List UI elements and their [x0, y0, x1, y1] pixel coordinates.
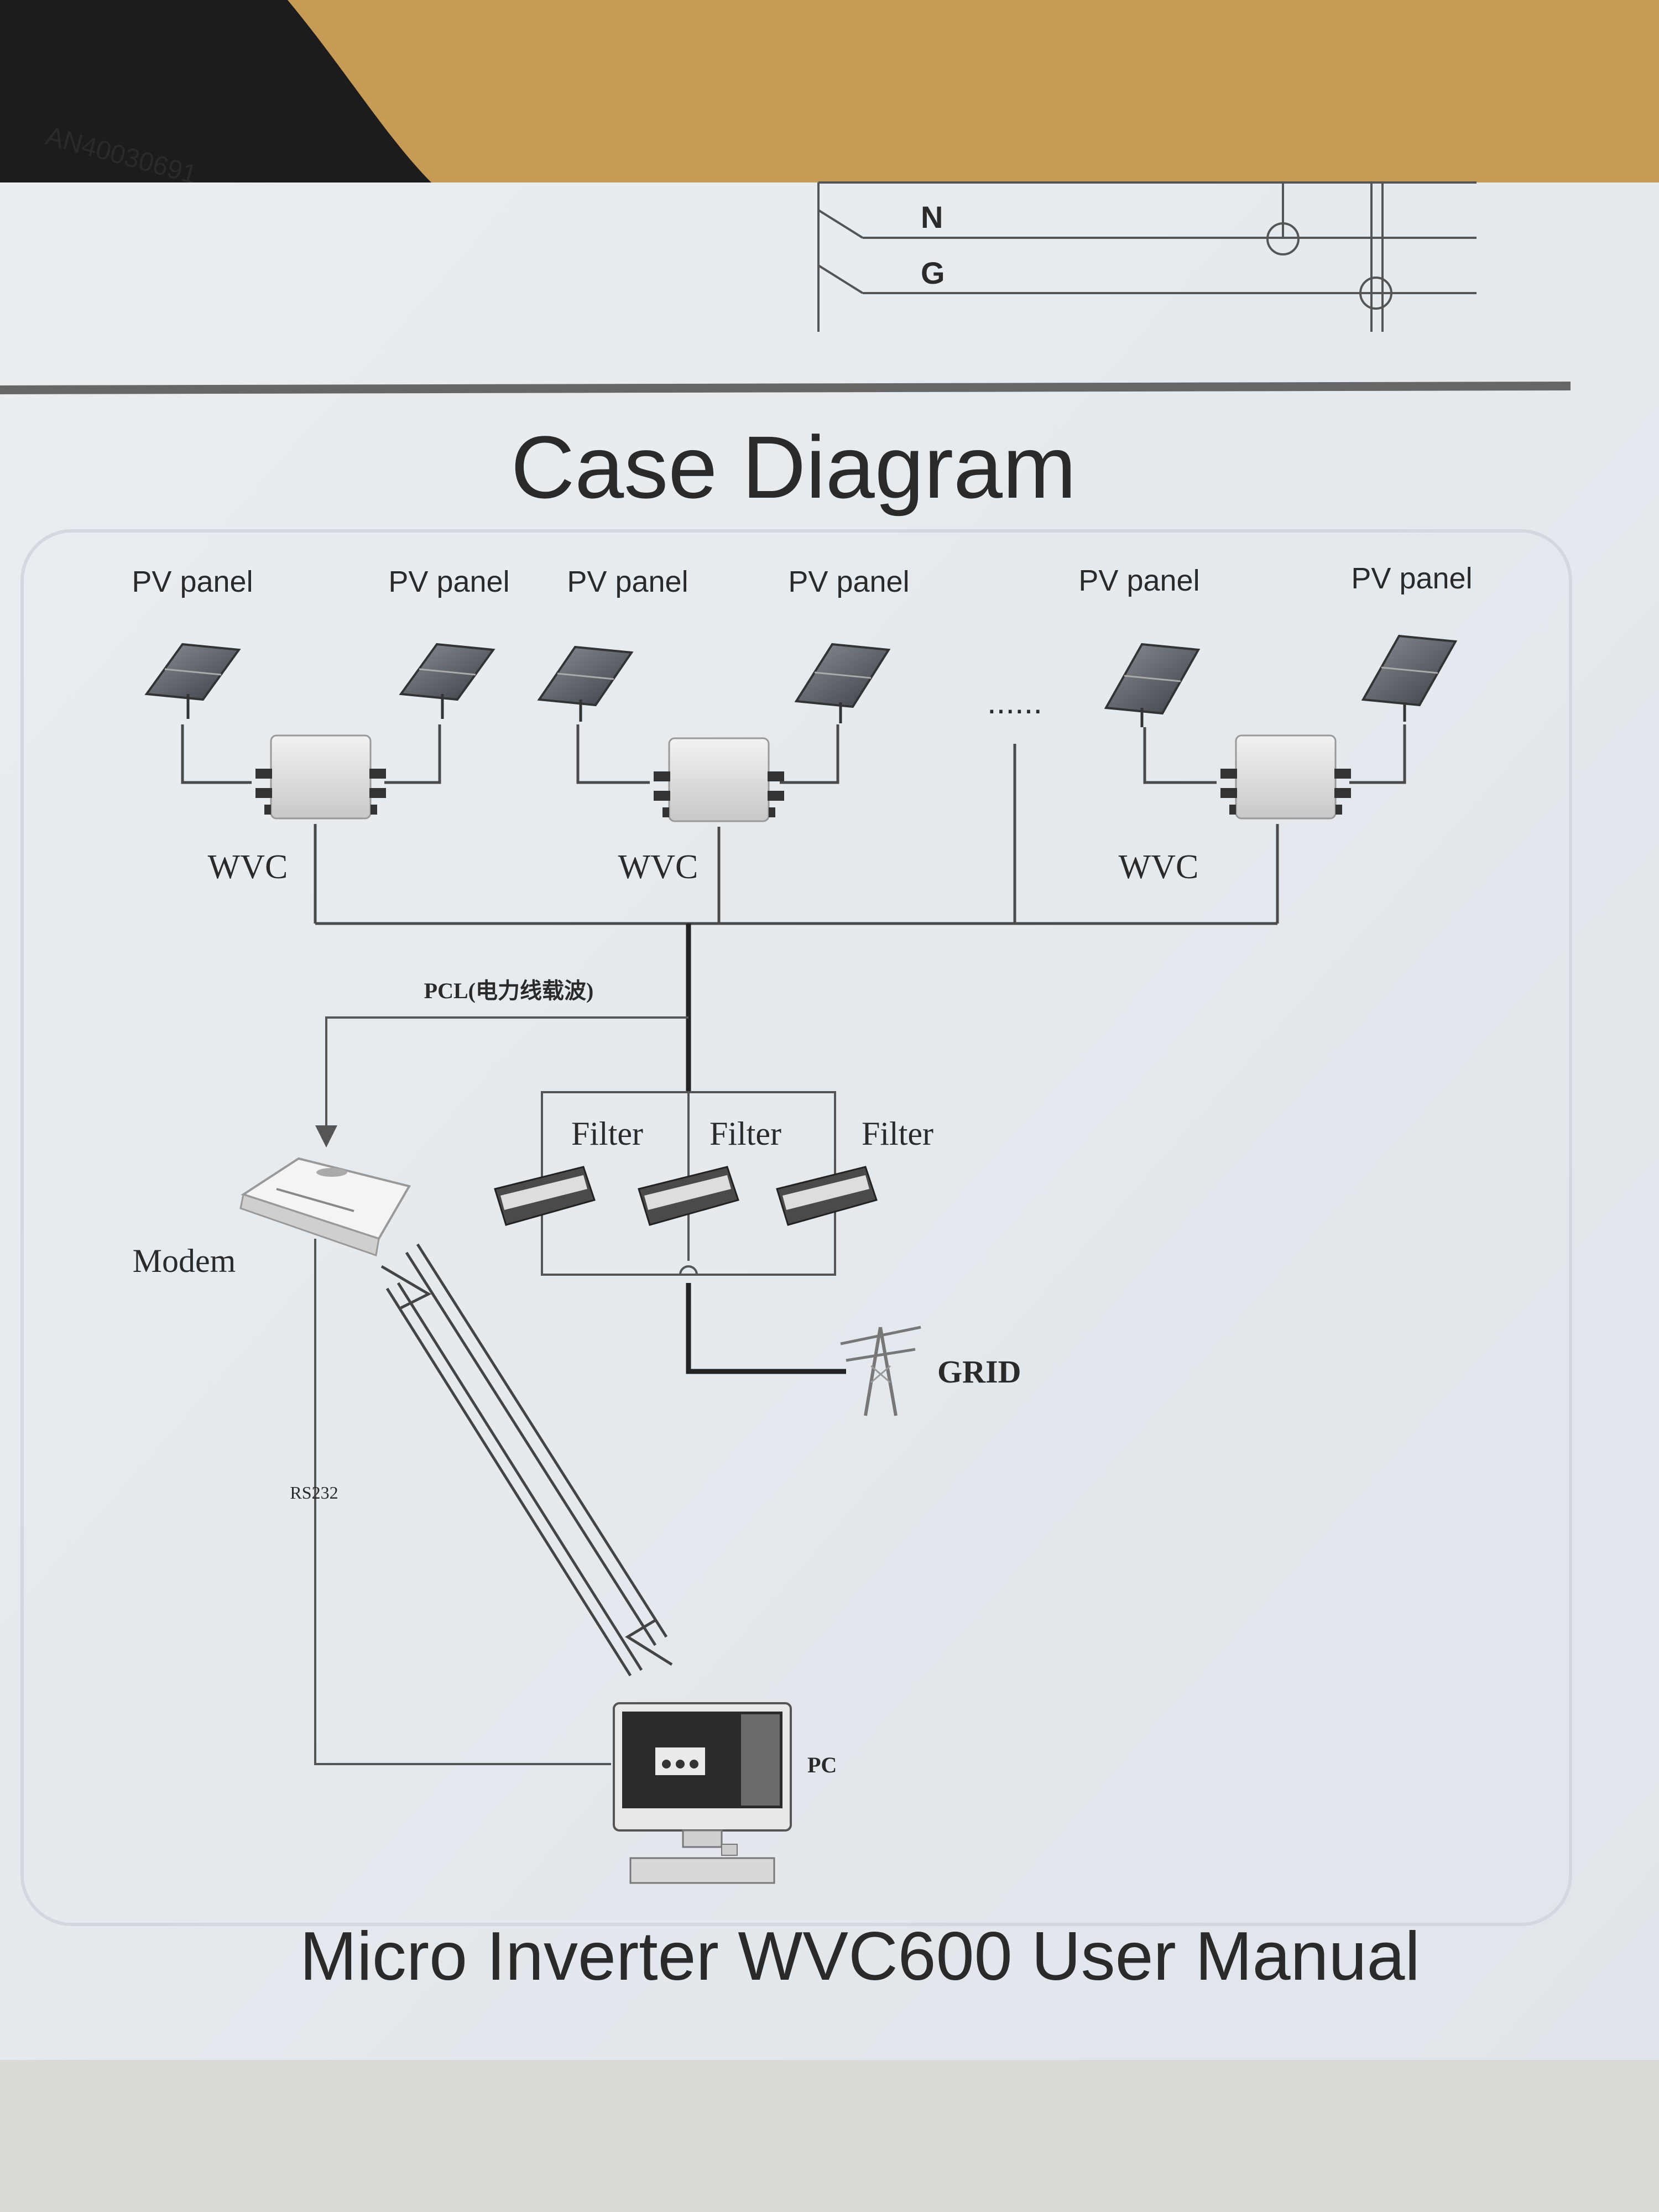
- section-divider: [0, 382, 1571, 394]
- plc-label: PCL(电力线载波): [424, 978, 594, 1003]
- pv-panel-label-4: PV panel: [788, 565, 909, 598]
- dc-wire-5: [1143, 727, 1217, 784]
- filter-icon-2: [638, 1166, 739, 1226]
- pv-panel-icon-4: [794, 643, 891, 723]
- pv-panel-label-3: PV panel: [567, 565, 688, 598]
- power-tower-icon: [840, 1326, 921, 1416]
- pv-panel-label-5: PV panel: [1078, 564, 1199, 597]
- pv-panel-icon-3: [537, 645, 634, 722]
- inverter-label-2: WVC: [618, 848, 698, 886]
- grid-wire: [686, 1283, 846, 1374]
- pv-panel-label-2: PV panel: [388, 565, 509, 598]
- pv-panel-icon-6: [1361, 634, 1458, 722]
- wire-crossover: [679, 1265, 698, 1275]
- n-line-label: N: [921, 200, 943, 234]
- pv-panel-label-6: PV panel: [1351, 562, 1472, 595]
- dc-wire-6: [1349, 724, 1406, 784]
- dc-wire-4: [780, 724, 839, 784]
- manual-page: [0, 182, 1659, 2060]
- plc-signal-arrow: [315, 1016, 688, 1147]
- grid-label: GRID: [937, 1354, 1021, 1390]
- inverter-icon-2: [654, 737, 784, 822]
- wireless-link-arrows: [380, 1243, 673, 1677]
- modem-icon: [239, 1157, 411, 1256]
- dc-wire-3: [576, 724, 650, 784]
- filter-label-3: Filter: [862, 1115, 933, 1152]
- inverter-label-1: WVC: [208, 848, 288, 886]
- modem-label: Modem: [133, 1243, 236, 1279]
- pv-panel-label-1: PV panel: [132, 565, 253, 598]
- pv-panel-icon-1: [144, 643, 241, 719]
- terminal-n: [1266, 222, 1300, 255]
- diagram-frame: [20, 529, 1572, 1926]
- rs232-label: RS232: [290, 1483, 338, 1503]
- filter-icon-3: [776, 1166, 878, 1226]
- wiring-fragment: N G: [817, 181, 1477, 332]
- dc-wire-1: [181, 724, 252, 784]
- foam-background: [0, 2046, 1659, 2212]
- g-line-label: G: [921, 255, 945, 290]
- inverter-icon-3: [1220, 734, 1351, 820]
- pv-panel-icon-5: [1104, 643, 1201, 727]
- terminal-g: [1359, 276, 1392, 310]
- pc-label: PC: [807, 1752, 837, 1777]
- manual-footer-title: Micro Inverter WVC600 User Manual: [300, 1918, 1420, 1995]
- inverter-label-3: WVC: [1119, 848, 1199, 886]
- pv-panel-icon-2: [399, 643, 495, 719]
- filter-label-2: Filter: [709, 1115, 781, 1152]
- filter-icon-1: [494, 1166, 596, 1226]
- pc-monitor-icon: [613, 1702, 792, 1884]
- page-title: Case Diagram: [511, 418, 1077, 517]
- black-cable: [0, 0, 431, 182]
- inverter-icon-1: [255, 734, 386, 820]
- dc-wire-2: [384, 724, 441, 784]
- ellipsis: ......: [987, 684, 1042, 721]
- filter-label-1: Filter: [571, 1115, 643, 1152]
- ac-bus: [314, 744, 1279, 1092]
- rs232-cable: [314, 1239, 611, 1765]
